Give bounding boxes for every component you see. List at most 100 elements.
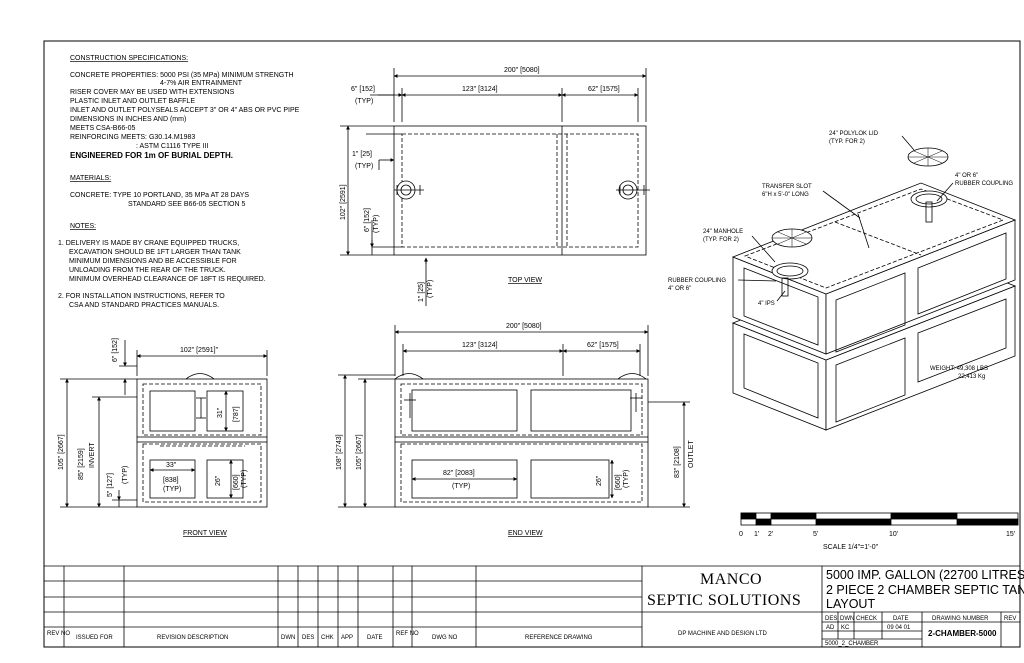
iso-rubber-top-2: RUBBER COUPLING <box>955 181 1013 187</box>
end-dim-overall: 200" [5080] <box>506 323 542 330</box>
end-dim-105: 105" [2667] <box>356 434 363 470</box>
sheet-border <box>43 40 1021 648</box>
company-name-1: MANCO <box>700 571 762 588</box>
end-dim-mid: 123" [3124] <box>462 342 498 349</box>
iso-weight-1: WEIGHT: 49,308 LBS <box>930 366 988 372</box>
scale-tick-5: 5' <box>813 531 818 538</box>
specs-line-0: RISER COVER MAY BE USED WITH EXTENSIONS <box>70 89 235 96</box>
isometric-view <box>731 135 1017 431</box>
col-date: DATE <box>367 635 383 641</box>
title-block <box>44 565 1020 647</box>
note2-line-1: CSA AND STANDARD PRACTICES MANUALS. <box>69 302 219 309</box>
specs-concrete-2: 4-7% AIR ENTRAINMENT <box>160 80 243 87</box>
top-dim-one-typ: (TYP) <box>355 163 373 170</box>
end-dim-660-typ: (TYP) <box>623 470 630 488</box>
front-dim-31: 31" <box>217 407 224 418</box>
specs-line-5: REINFORCING MEETS: G30.14.M1983 <box>70 134 195 141</box>
front-dim-26: 26" <box>215 475 222 486</box>
materials-line-1: CONCRETE: TYPE 10 PORTLAND, 35 MPa AT 28… <box>70 192 249 199</box>
designer-name: DP MACHINE AND DESIGN LTD <box>678 631 767 637</box>
val-dwn: KC <box>841 625 850 631</box>
front-dim-660-typ: (TYP) <box>241 470 248 488</box>
isometric-view-text: 24" POLYLOK LID (TYP. FOR 2) 4" OR 6" RU… <box>668 131 1013 380</box>
front-dim-five: 5" [127] <box>107 473 114 497</box>
top-dim-bottom-typ: (TYP) <box>427 280 434 298</box>
iso-weight-2: 22,413 Kg <box>958 374 985 380</box>
end-dim-26: 26" <box>596 475 603 486</box>
specs-engineered: ENGINEERED FOR 1m OF BURIAL DEPTH. <box>70 151 233 160</box>
drawing-title-3: LAYOUT <box>826 597 875 611</box>
specs-heading: CONSTRUCTION SPECIFICATIONS: <box>70 55 188 62</box>
note1-line-4: MINIMUM OVERHEAD CLEARANCE OF 18FT IS RE… <box>69 276 266 283</box>
materials-line-2: STANDARD SEE B66-05 SECTION 5 <box>128 201 245 208</box>
scale-tick-10: 10' <box>889 531 898 538</box>
val-des: AD <box>826 625 835 631</box>
iso-manhole-2: (TYP. FOR 2) <box>703 237 739 243</box>
company-name-2: SEPTIC SOLUTIONS <box>647 592 801 609</box>
top-dim-height: 102" [2591] <box>340 184 347 220</box>
note1-line-1: EXCAVATION SHOULD BE 1FT LARGER THAN TAN… <box>69 249 241 256</box>
hdr-date: DATE <box>893 616 909 622</box>
top-dim-right: 62" [1575] <box>588 86 620 93</box>
iso-polylok-typ: (TYP. FOR 2) <box>829 139 865 145</box>
end-view-label: END VIEW <box>508 530 543 537</box>
hdr-check: CHECK <box>856 616 877 622</box>
scale-tick-2: 2' <box>768 531 773 538</box>
iso-polylok: 24" POLYLOK LID <box>829 131 879 137</box>
iso-rubber-top-1: 4" OR 6" <box>955 173 978 179</box>
front-dim-838: [838] <box>163 477 179 484</box>
front-dim-33: 33" <box>166 462 177 469</box>
col-app: APP <box>341 635 353 641</box>
hdr-des: DES <box>825 616 837 622</box>
specs-concrete-1: CONCRETE PROPERTIES: 5000 PSI (35 MPa) M… <box>70 72 294 79</box>
end-dim-82-typ: (TYP) <box>452 483 470 490</box>
iso-manhole-1: 24" MANHOLE <box>703 229 743 235</box>
front-view-label: FRONT VIEW <box>183 530 227 537</box>
note1-line-2: MINIMUM DIMENSIONS AND BE ACCESSIBLE FOR <box>69 258 237 265</box>
top-dim-mid: 123" [3124] <box>462 86 498 93</box>
val-file: 5000_2_CHAMBER <box>825 641 879 647</box>
val-date: 09 04 01 <box>887 625 911 631</box>
scale-bar <box>740 512 1019 526</box>
top-dim-bottom-one: 1" [25] <box>418 282 425 302</box>
specifications-block: CONSTRUCTION SPECIFICATIONS: CONCRETE PR… <box>58 55 300 309</box>
title-block-text: REV NO ISSUED FOR REVISION DESCRIPTION D… <box>47 568 1024 647</box>
specs-line-1: PLASTIC INLET AND OUTLET BAFFLE <box>70 98 195 105</box>
materials-heading: MATERIALS: <box>70 175 111 182</box>
scale-tick-0: 0 <box>739 531 743 538</box>
end-view-text: 200" [5080] 123" [3124] 62" [1575] 108" … <box>336 323 695 537</box>
col-chk: CHK <box>321 635 334 641</box>
top-view <box>340 68 650 306</box>
iso-transfer-2: 6"H x 5'-0" LONG <box>762 192 809 198</box>
front-dim-105: 105" [2667] <box>58 434 65 470</box>
col-issued-for: ISSUED FOR <box>76 635 113 641</box>
iso-ips: 4" IPS <box>758 301 775 307</box>
end-dim-outlet: OUTLET <box>688 440 695 468</box>
specs-line-3: DIMENSIONS IN INCHES AND (mm) <box>70 116 186 123</box>
end-dim-right: 62" [1575] <box>587 342 619 349</box>
front-dim-invert: INVERT <box>89 442 96 468</box>
val-drawing-number: 2-CHAMBER-5000 <box>928 629 997 638</box>
top-dim-left: 6" [152] <box>351 86 375 93</box>
top-dim-six: 6" [152] <box>364 208 371 232</box>
drawing-title-1: 5000 IMP. GALLON (22700 LITRES) <box>826 568 1024 582</box>
front-dim-85: 85" [2159] <box>78 448 85 480</box>
top-dim-one: 1" [25] <box>352 151 372 158</box>
note2-line-0: 2. FOR INSTALLATION INSTRUCTIONS, REFER … <box>58 293 225 300</box>
front-dim-six: 6" [152] <box>112 338 119 362</box>
col-dwn: DWN <box>281 635 295 641</box>
front-dim-five-typ: (TYP) <box>122 466 129 484</box>
front-dim-width: 102" [2591]" <box>180 347 219 354</box>
top-dim-left-typ: (TYP) <box>355 98 373 105</box>
end-view <box>338 325 690 508</box>
front-view <box>60 340 268 508</box>
end-dim-108: 108" [2743] <box>336 434 343 470</box>
col-reference-drawing: REFERENCE DRAWING <box>525 635 593 641</box>
note1-line-0: 1. DELIVERY IS MADE BY CRANE EQUIPPED TR… <box>58 240 239 247</box>
hdr-drawing-number: DRAWING NUMBER <box>932 616 989 622</box>
front-dim-660: [660] <box>233 474 240 490</box>
hdr-rev: REV <box>1004 616 1016 622</box>
end-dim-82: 82" [2083] <box>443 470 475 477</box>
specs-astm: : ASTM C1116 TYPE III <box>136 143 208 150</box>
